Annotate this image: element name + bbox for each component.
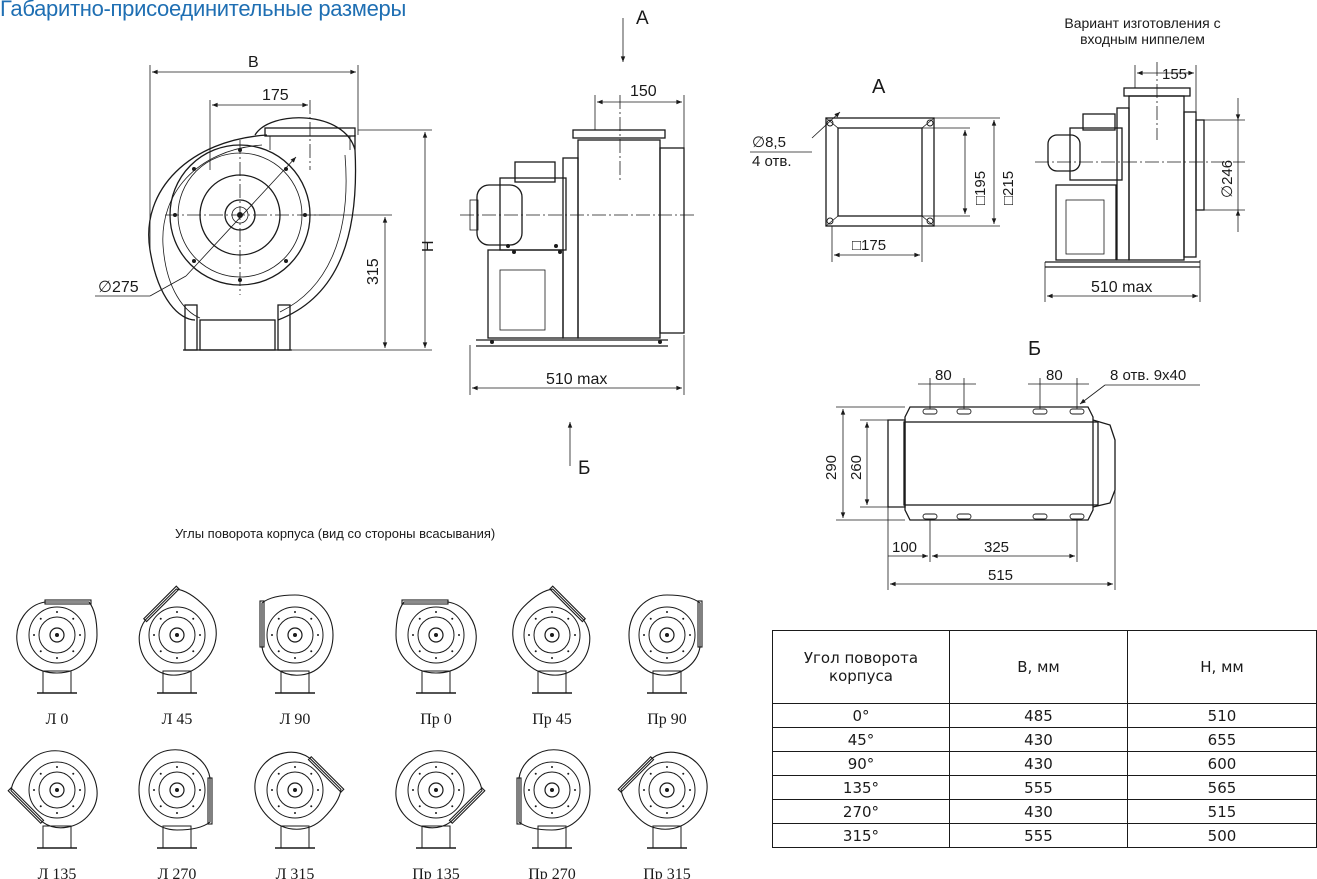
rotation-variant-label: Л 135 [38,866,77,879]
variant-view [1035,62,1245,302]
dim-215-label: □215 [1000,171,1017,205]
dim-150-label: 150 [630,83,657,100]
table-cell: 555 [949,775,1128,800]
dim-h-label: H [420,240,437,252]
rotation-variant-label: Л 90 [280,711,311,728]
rotation-subtitle: Углы поворота корпуса (вид со стороны вс… [175,526,496,541]
rotation-variant: Л 0 [16,599,98,728]
view-a-arrow-label: A [636,8,649,29]
table-cell: 0° [772,703,950,728]
table-cell: 90° [772,751,950,776]
view-b [836,378,1200,590]
slots-count-label: 8 отв. 9х40 [1110,367,1186,384]
dim-260-label: 260 [848,455,865,480]
dim-155-label: 155 [1162,66,1187,83]
page-title: Габаритно-присоединительные размеры [0,0,406,21]
table-cell: 430 [949,751,1128,776]
dim-b-label: B [248,54,259,71]
rotation-variant-label: Пр 45 [532,711,572,728]
side-view [460,18,695,466]
table-cell: 270° [772,799,950,824]
dim-175-square-label: □175 [852,237,886,254]
dim-246-label: ∅246 [1219,160,1236,198]
rotation-variant-label: Пр 90 [647,711,687,728]
rotation-variant: Л 315 [254,751,345,879]
col-h-header: H, мм [1127,630,1317,704]
angle-table-header: Угол поворота корпуса B, мм H, мм [772,630,1317,704]
view-b-arrow-label: Б [578,458,590,479]
rotation-variant-label: Л 270 [158,866,197,879]
dim-80-right-label: 80 [1046,367,1063,384]
rotation-variant: Л 135 [7,750,98,879]
rotation-variant-label: Пр 135 [412,866,460,879]
rotation-variant: Пр 90 [628,594,703,728]
dim-315-label: 315 [365,258,382,285]
rotation-variant-label: Пр 0 [420,711,452,728]
dim-diameter-label: ∅275 [98,279,139,296]
table-cell: 510 [1127,703,1317,728]
rotation-variant-label: Пр 315 [643,866,691,879]
dim-510-variant-label: 510 max [1091,279,1152,296]
table-cell: 555 [949,823,1128,848]
table-cell: 655 [1127,727,1317,752]
rotation-variants: Л 0 Л 45 Л 90 Пр 0 Пр 45 Пр 90 Л 135 Л 270 Л 315… [7,585,708,879]
rotation-variant: Пр 315 [617,751,708,879]
table-cell: 430 [949,727,1128,752]
table-cell: 485 [949,703,1128,728]
table-cell: 600 [1127,751,1317,776]
view-a-label: A [872,76,886,98]
rotation-variant: Л 45 [138,585,217,728]
rotation-variant: Л 270 [138,749,213,879]
table-cell: 515 [1127,799,1317,824]
rotation-variant-label: Пр 270 [528,866,576,879]
dim-175-label: 175 [262,87,289,104]
variant-caption-line2: входным ниппелем [1080,31,1205,47]
rotation-variant-label: Л 0 [46,711,69,728]
rotation-variant-label: Л 315 [276,866,315,879]
table-cell: 500 [1127,823,1317,848]
dim-100-label: 100 [892,539,917,556]
holes-count-label: 4 отв. [752,153,792,170]
dim-510-label: 510 max [546,371,607,388]
table-cell: 315° [772,823,950,848]
dim-290-label: 290 [823,455,840,480]
table-cell: 565 [1127,775,1317,800]
rotation-variant: Л 90 [259,594,334,728]
rotation-variant: Пр 135 [395,750,486,879]
table-cell: 135° [772,775,950,800]
rotation-variant-label: Л 45 [162,711,193,728]
variant-caption-line1: Вариант изготовления с [1064,15,1221,31]
table-cell: 45° [772,727,950,752]
dim-195-label: □195 [972,171,989,205]
view-a [750,111,1000,262]
rotation-variant: Пр 45 [512,585,591,728]
col-angle-header: Угол поворота корпуса [772,630,950,704]
front-view [95,65,432,351]
holes-diameter-label: ∅8,5 [752,134,786,151]
dim-325-label: 325 [984,539,1009,556]
variant-caption: Вариант изготовления с входным ниппелем [1000,15,1285,47]
rotation-variant: Пр 270 [516,749,591,879]
col-b-header: B, мм [949,630,1128,704]
dim-80-left-label: 80 [935,367,952,384]
table-cell: 430 [949,799,1128,824]
dim-515-label: 515 [988,567,1013,584]
rotation-variant: Пр 0 [395,599,477,728]
view-b-label: Б [1028,338,1041,360]
